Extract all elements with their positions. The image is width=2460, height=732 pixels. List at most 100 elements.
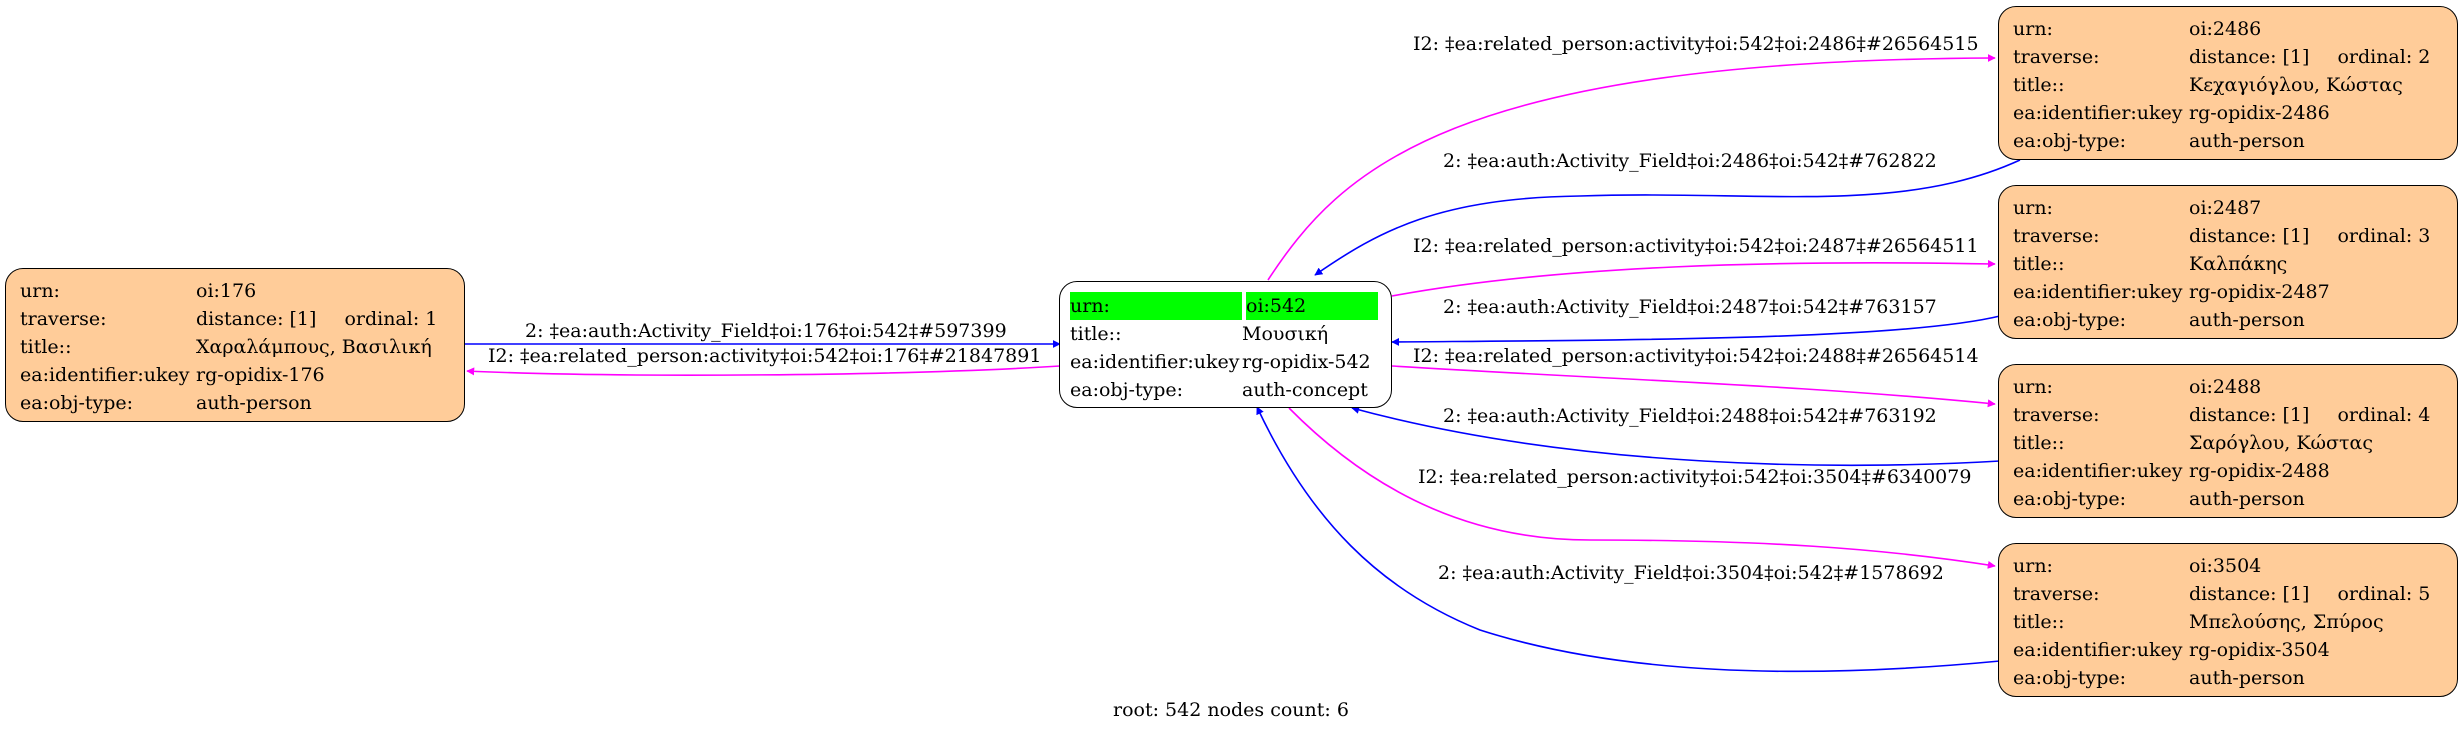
node-row-title: title:: Σαρόγλου, Κώστας (2013, 429, 2443, 457)
distance-value: distance: [1] (2189, 404, 2310, 426)
row-key: title:: (20, 336, 72, 358)
distance-value: distance: [1] (2189, 583, 2310, 605)
row-value: rg-opidix-2488 (2189, 460, 2330, 482)
node-row-urn: urn: oi:2487 (2013, 194, 2443, 222)
row-key: ea:obj-type: (1070, 379, 1184, 401)
node-row-title: title:: Χαραλάμπους, Βασιλική (20, 333, 450, 361)
row-key: ea:identifier:ukey (20, 364, 190, 386)
edge-auth-2486-542 (1314, 159, 2021, 276)
row-key: traverse: (2013, 225, 2100, 247)
edge-related-542-176 (466, 365, 1061, 376)
row-key: ea:identifier:ukey (1070, 351, 1240, 373)
row-value: oi:2488 (2189, 376, 2262, 398)
edge-related-542-2487 (1391, 259, 1996, 297)
node-row-ukey: ea:identifier:ukey rg-opidix-3504 (2013, 636, 2443, 664)
node-row-ukey: ea:identifier:ukey rg-opidix-176 (20, 361, 450, 389)
node-row-ukey: ea:identifier:ukey rg-opidix-2487 (2013, 278, 2443, 306)
row-key: ea:identifier:ukey (2013, 460, 2183, 482)
row-key: title:: (2013, 253, 2065, 275)
root-node[interactable]: urn: oi:542 title:: Μουσική ea:identifie… (1059, 281, 1392, 408)
row-key: traverse: (2013, 46, 2100, 68)
node-row-title: title:: Μπελούσης, Σπύρος (2013, 608, 2443, 636)
row-value: auth-person (2189, 309, 2305, 331)
edge-label: I2: ‡ea:related_person:activity‡oi:542‡o… (1413, 345, 1979, 367)
row-key: title:: (2013, 74, 2065, 96)
person-node[interactable]: urn: oi:3504 traverse: distance: [1] ord… (1998, 543, 2458, 697)
row-value: auth-concept (1242, 379, 1368, 401)
row-key: traverse: (2013, 583, 2100, 605)
node-row-type: ea:obj-type: auth-person (20, 389, 450, 417)
row-value: Μουσική (1242, 323, 1329, 345)
node-row-type: ea:obj-type: auth-person (2013, 306, 2443, 334)
node-row-type: ea:obj-type: auth-concept (1070, 376, 1379, 404)
row-value: auth-person (196, 392, 312, 414)
node-row-traverse: traverse: distance: [1] ordinal: 1 (20, 305, 450, 333)
node-row-urn: urn: oi:2486 (2013, 15, 2443, 43)
person-node[interactable]: urn: oi:2487 traverse: distance: [1] ord… (1998, 185, 2458, 339)
edge-label: 2: ‡ea:auth:Activity_Field‡oi:2488‡oi:54… (1443, 405, 1937, 427)
person-node[interactable]: urn: oi:176 traverse: distance: [1] ordi… (5, 268, 465, 422)
node-row-title: title:: Μουσική (1070, 320, 1379, 348)
edge-related-542-2488 (1391, 365, 1996, 408)
edge-related-542-3504 (1288, 407, 1996, 569)
row-key: ea:obj-type: (2013, 488, 2127, 510)
node-row-traverse: traverse: distance: [1] ordinal: 2 (2013, 43, 2443, 71)
row-value: rg-opidix-542 (1242, 351, 1371, 373)
edge-label: I2: ‡ea:related_person:activity‡oi:542‡o… (1413, 235, 1979, 257)
ordinal-value: ordinal: 3 (2337, 225, 2431, 247)
ordinal-value: ordinal: 2 (2337, 46, 2431, 68)
row-value: Μπελούσης, Σπύρος (2189, 611, 2384, 633)
edge-label: 2: ‡ea:auth:Activity_Field‡oi:176‡oi:542… (525, 320, 1007, 342)
row-value: Καλπάκης (2189, 253, 2288, 275)
distance-value: distance: [1] (196, 308, 317, 330)
node-row-traverse: traverse: distance: [1] ordinal: 3 (2013, 222, 2443, 250)
row-key: ea:identifier:ukey (2013, 102, 2183, 124)
row-key: traverse: (2013, 404, 2100, 426)
row-value: Σαρόγλου, Κώστας (2189, 432, 2373, 454)
edge-related-542-2486 (1267, 54, 1996, 281)
row-key: ea:obj-type: (2013, 667, 2127, 689)
row-value: rg-opidix-2486 (2189, 102, 2330, 124)
row-key: ea:identifier:ukey (2013, 281, 2183, 303)
node-row-urn: urn: oi:542 (1070, 292, 1379, 320)
row-value: oi:3504 (2189, 555, 2262, 577)
row-key: title:: (2013, 432, 2065, 454)
distance-value: distance: [1] (2189, 46, 2310, 68)
row-key: ea:identifier:ukey (2013, 639, 2183, 661)
row-value: rg-opidix-2487 (2189, 281, 2330, 303)
person-node[interactable]: urn: oi:2486 traverse: distance: [1] ord… (1998, 6, 2458, 160)
node-row-type: ea:obj-type: auth-person (2013, 664, 2443, 692)
row-value: oi:2486 (2189, 18, 2262, 40)
node-row-traverse: traverse: distance: [1] ordinal: 5 (2013, 580, 2443, 608)
row-value: auth-person (2189, 130, 2305, 152)
node-row-traverse: traverse: distance: [1] ordinal: 4 (2013, 401, 2443, 429)
edge-label: I2: ‡ea:related_person:activity‡oi:542‡o… (1413, 33, 1979, 55)
row-value: Χαραλάμπους, Βασιλική (196, 336, 432, 358)
graph-footer: root: 542 nodes count: 6 (1113, 699, 1349, 721)
node-row-ukey: ea:identifier:ukey rg-opidix-542 (1070, 348, 1379, 376)
ordinal-value: ordinal: 5 (2337, 583, 2431, 605)
row-value: auth-person (2189, 667, 2305, 689)
row-key: ea:obj-type: (20, 392, 134, 414)
row-key: urn: (1070, 292, 1242, 320)
node-row-urn: urn: oi:2488 (2013, 373, 2443, 401)
edge-auth-2487-542 (1391, 315, 2001, 346)
row-value: auth-person (2189, 488, 2305, 510)
node-row-type: ea:obj-type: auth-person (2013, 485, 2443, 513)
edge-label: I2: ‡ea:related_person:activity‡oi:542‡o… (488, 345, 1042, 367)
person-node[interactable]: urn: oi:2488 traverse: distance: [1] ord… (1998, 364, 2458, 518)
node-row-urn: urn: oi:176 (20, 277, 450, 305)
row-key: title:: (1070, 323, 1122, 345)
row-value: Κεχαγιόγλου, Κώστας (2189, 74, 2403, 96)
row-value: oi:2487 (2189, 197, 2262, 219)
ordinal-value: ordinal: 4 (2337, 404, 2431, 426)
row-key: traverse: (20, 308, 107, 330)
row-value: oi:542 (1246, 292, 1378, 320)
node-row-ukey: ea:identifier:ukey rg-opidix-2486 (2013, 99, 2443, 127)
ordinal-value: ordinal: 1 (344, 308, 438, 330)
node-row-title: title:: Κεχαγιόγλου, Κώστας (2013, 71, 2443, 99)
edge-label: I2: ‡ea:related_person:activity‡oi:542‡o… (1418, 466, 1972, 488)
row-key: ea:obj-type: (2013, 130, 2127, 152)
edge-auth-2488-542 (1351, 406, 2001, 467)
